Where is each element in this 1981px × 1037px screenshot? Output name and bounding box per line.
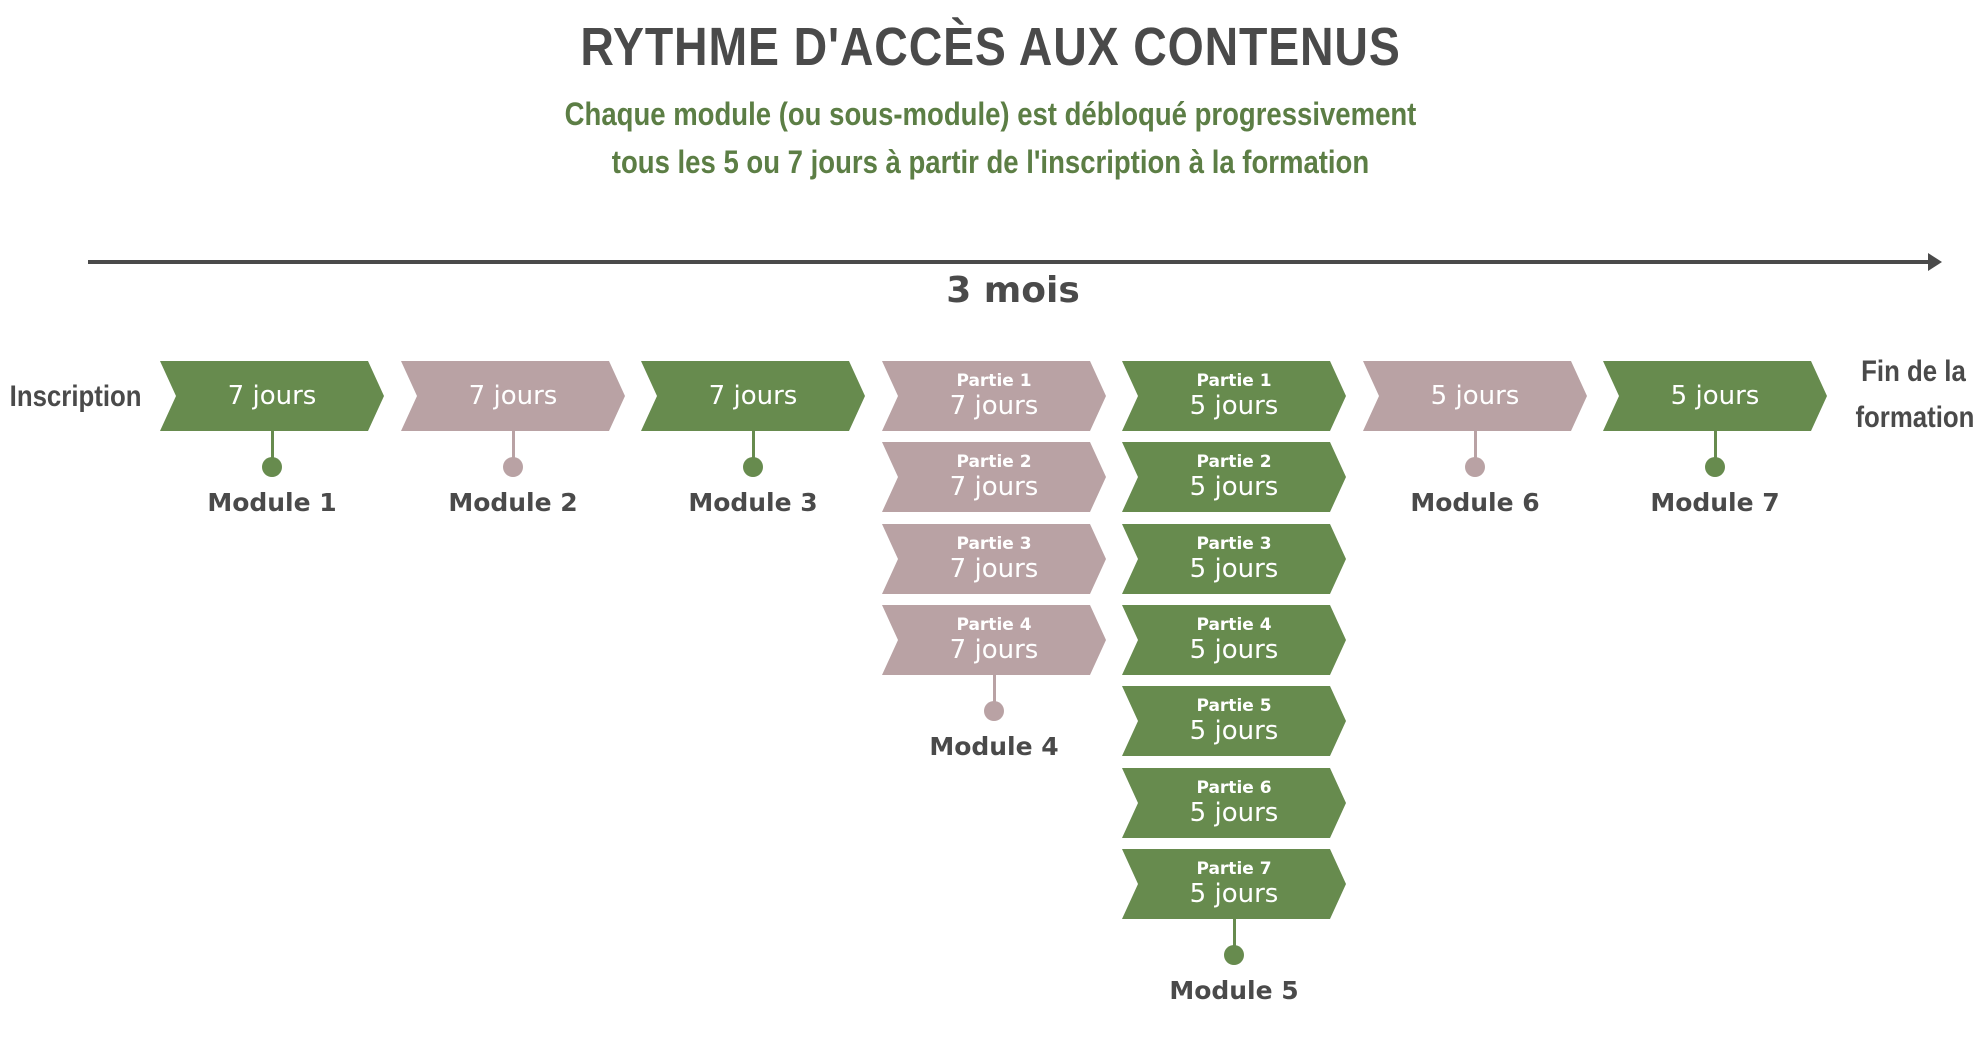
module-marker-dot [1224,945,1244,965]
step-chevron[interactable]: 5 jours [1363,361,1587,431]
step-chevron[interactable]: 7 jours [641,361,865,431]
step-days-label: 5 jours [1189,635,1279,665]
step-days-label: 5 jours [1189,879,1279,909]
step-part-label: Partie 1 [1196,371,1272,391]
step-part-label: Partie 3 [1196,534,1272,554]
step-days-label: 7 jours [468,381,558,411]
timeline-duration: 3 mois [946,270,1080,311]
module-marker-dot [262,457,282,477]
step-part-label: Partie 6 [1196,778,1272,798]
step-chevron[interactable]: 7 jours [401,361,625,431]
module-marker-dot [1705,457,1725,477]
step-days-label: 7 jours [227,381,317,411]
step-days-label: 7 jours [949,635,1039,665]
step-days-label: 5 jours [1189,716,1279,746]
step-chevron[interactable]: 7 jours [160,361,384,431]
arrow-right-icon [1928,253,1942,271]
timeline-axis [88,260,1934,264]
step-part-label: Partie 4 [956,615,1032,635]
module-label: Module 1 [207,488,337,517]
module-connector [751,431,755,461]
step-days-label: 7 jours [708,381,798,411]
module-connector [992,675,996,705]
step-days-label: 7 jours [949,472,1039,502]
end-label-line-2: formation [1855,401,1975,434]
end-label: Fin de la formation [1855,349,1975,441]
step-part-label: Partie 4 [1196,615,1272,635]
module-connector [270,431,274,461]
step-chevron[interactable]: 5 jours [1603,361,1827,431]
module-label: Module 5 [1169,976,1299,1005]
step-part-label: Partie 2 [956,452,1032,472]
module-connector [511,431,515,461]
step-days-label: 7 jours [949,554,1039,584]
step-days-label: 5 jours [1189,472,1279,502]
module-connector [1473,431,1477,461]
end-label-line-1: Fin de la [1861,355,1966,388]
step-days-label: 5 jours [1670,381,1760,411]
step-days-label: 5 jours [1189,391,1279,421]
page-title: RYTHME D'ACCÈS AUX CONTENUS [580,17,1401,77]
start-label: Inscription [9,380,142,413]
module-marker-dot [984,701,1004,721]
step-days-label: 5 jours [1430,381,1520,411]
module-label: Module 4 [929,732,1059,761]
module-label: Module 6 [1410,488,1540,517]
step-part-label: Partie 2 [1196,452,1272,472]
module-label: Module 2 [448,488,578,517]
step-days-label: 7 jours [949,391,1039,421]
module-connector [1713,431,1717,461]
module-marker-dot [743,457,763,477]
step-part-label: Partie 1 [956,371,1032,391]
module-label: Module 7 [1650,488,1780,517]
module-connector [1232,919,1236,949]
module-marker-dot [1465,457,1485,477]
subtitle-line-2: tous les 5 ou 7 jours à partir de l'insc… [611,144,1370,180]
step-days-label: 5 jours [1189,554,1279,584]
module-marker-dot [503,457,523,477]
step-part-label: Partie 7 [1196,859,1272,879]
module-label: Module 3 [688,488,818,517]
step-part-label: Partie 3 [956,534,1032,554]
subtitle-line-1: Chaque module (ou sous-module) est déblo… [564,96,1417,132]
step-days-label: 5 jours [1189,798,1279,828]
step-part-label: Partie 5 [1196,696,1272,716]
